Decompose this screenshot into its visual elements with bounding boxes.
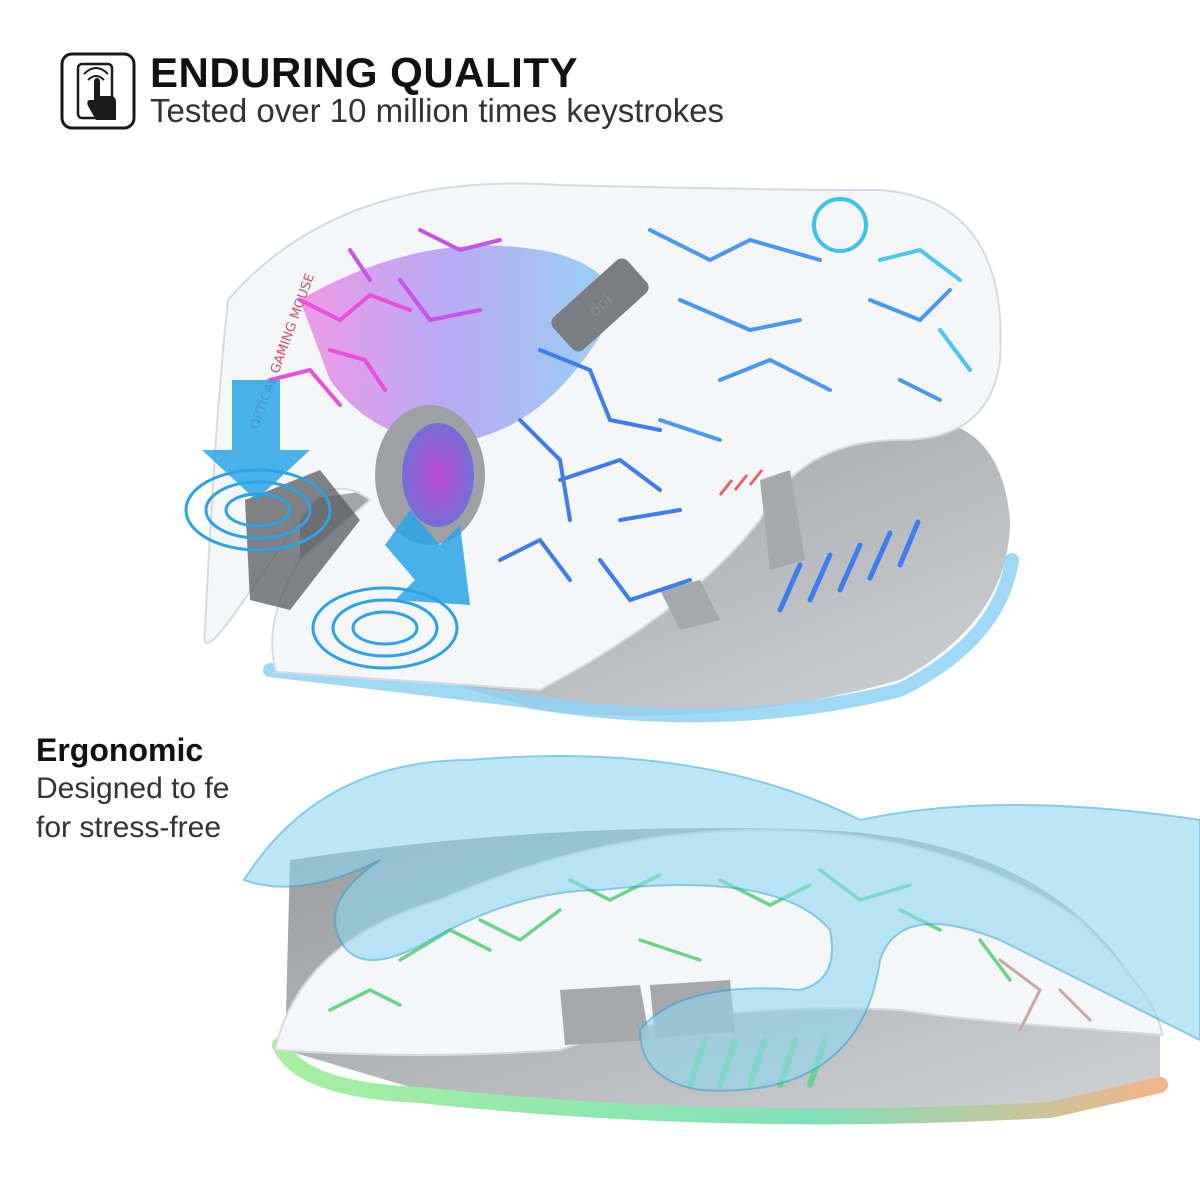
header-title: ENDURING QUALITY <box>150 49 578 96</box>
top-mouse: dpi OPTICAL GAMING MOUSE <box>184 182 1019 723</box>
bottom-mouse <box>242 755 1200 1125</box>
logo-icon <box>812 197 868 253</box>
ergonomic-line-1: Designed to fe <box>36 772 230 805</box>
press-arrow-left <box>184 380 332 552</box>
header-subtitle: Tested over 10 million times keystrokes <box>150 92 725 129</box>
dpi-button: dpi <box>551 258 649 352</box>
ergonomic-title: Ergonomic <box>36 732 204 768</box>
touch-press-icon <box>60 52 136 130</box>
ergonomic-text-block: Ergonomic Designed to fe for stress-free <box>0 720 244 850</box>
press-arrow-right <box>311 510 470 670</box>
ergonomic-line-2: for stress-free <box>36 811 222 844</box>
hand-overlay <box>242 755 1200 1092</box>
